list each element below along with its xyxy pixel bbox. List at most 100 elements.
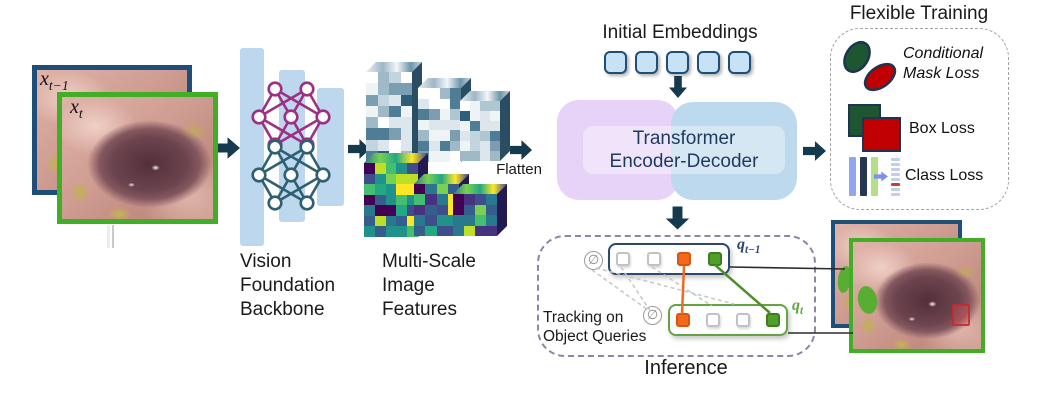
feature-cell [428, 130, 440, 141]
input-label-curr: xt [70, 96, 83, 121]
transformer-label: Transformer Encoder-Decoder [578, 127, 790, 173]
class-dash [891, 188, 900, 191]
feature-cell [425, 194, 437, 205]
query-row-curr [668, 304, 788, 336]
feature-cell [450, 109, 461, 120]
feature-cell [414, 184, 426, 195]
query-cell-empty [646, 252, 661, 266]
flexible-training-title: Flexible Training [849, 3, 989, 24]
feature-cell [450, 88, 461, 99]
feature-cell [385, 173, 397, 185]
feature-cell [385, 163, 397, 174]
feature-cell [490, 141, 500, 151]
transformer-inner-panel [583, 126, 785, 174]
query-row-prev [608, 243, 730, 275]
class-dash [891, 168, 900, 171]
feature-cell [475, 204, 486, 215]
logit-bar [860, 157, 867, 196]
feature-cell [486, 194, 497, 205]
feature-cell [475, 225, 486, 236]
feature-cell [436, 194, 448, 205]
flatten-label: Flatten [496, 161, 542, 178]
embeddings-row [604, 51, 751, 74]
feature-cell [407, 173, 418, 185]
feature-cell [425, 204, 437, 216]
feature-block-top-face [364, 153, 428, 163]
feature-cell [470, 101, 480, 111]
feature-block-front-face [366, 72, 412, 162]
feature-block-side-face [500, 91, 510, 161]
feature-cell [396, 194, 408, 206]
logit-bar [849, 157, 856, 196]
feature-cell [480, 121, 490, 131]
feature-cell [460, 141, 470, 151]
query-cell-green [766, 313, 780, 327]
feature-cell [490, 101, 500, 111]
feature-block-viridis [453, 184, 507, 236]
query-cell-orange [677, 252, 692, 266]
class-dash [891, 193, 900, 196]
feature-cell [364, 194, 375, 206]
feature-block-side-face [412, 62, 422, 162]
query-cell-empty [736, 313, 750, 327]
feature-cell [364, 184, 375, 195]
backbone-label-line: Backbone [240, 299, 325, 320]
feature-cell [377, 83, 389, 95]
feature-cell [377, 139, 389, 151]
class-loss-logits-icon [849, 157, 878, 196]
feature-cell [389, 83, 401, 95]
feature-cell [470, 111, 480, 121]
query-cell-empty [706, 313, 720, 327]
feature-cell [389, 105, 401, 117]
feature-cell [400, 72, 412, 84]
feature-cell [414, 194, 426, 205]
feature-cell [389, 72, 401, 84]
feature-cell [374, 163, 386, 174]
feature-cell [366, 128, 378, 140]
feature-block-top-face [453, 184, 507, 194]
feature-cell [414, 204, 426, 216]
feature-cell [389, 117, 401, 129]
class-dash [891, 173, 900, 176]
feature-block-top-face [460, 91, 510, 101]
features-label-line: Multi-Scale [382, 251, 476, 272]
feature-cell [460, 111, 470, 121]
feature-cell [460, 151, 470, 161]
feature-cell [374, 184, 386, 195]
feature-cell [407, 215, 418, 227]
feature-cell [480, 131, 490, 141]
feature-cell [374, 205, 386, 216]
feature-cell [385, 205, 397, 216]
feature-cell [385, 226, 397, 237]
feature-cell [377, 94, 389, 106]
feature-cell [436, 204, 448, 216]
endoscopy-image [62, 97, 213, 219]
class-dash [891, 163, 900, 166]
feature-block-side-face [497, 184, 507, 236]
backbone-label: Vision Foundation Backbone [240, 250, 335, 322]
feature-cell [428, 109, 440, 120]
feature-cell [374, 215, 386, 227]
feature-cell [366, 139, 378, 151]
feature-cell [374, 173, 386, 185]
feature-cell [377, 72, 389, 84]
query-cell-orange [676, 313, 690, 327]
feature-cell [407, 194, 418, 206]
feature-cell [389, 139, 401, 151]
feature-cell [414, 215, 426, 226]
backbone-label-line: Vision [240, 251, 292, 272]
feature-cell [364, 226, 375, 237]
feature-cell [470, 151, 480, 161]
feature-cell [366, 117, 378, 129]
feature-cell [407, 226, 418, 237]
feature-cell [364, 215, 375, 227]
feature-cell [428, 98, 440, 110]
feature-cell [374, 194, 386, 206]
query-cell-empty [616, 252, 630, 266]
feature-cell [460, 101, 470, 111]
feature-cell [366, 72, 378, 84]
feature-cell [400, 128, 412, 140]
feature-cell [453, 225, 464, 236]
feature-cell [377, 117, 389, 129]
feature-cell [470, 131, 480, 141]
